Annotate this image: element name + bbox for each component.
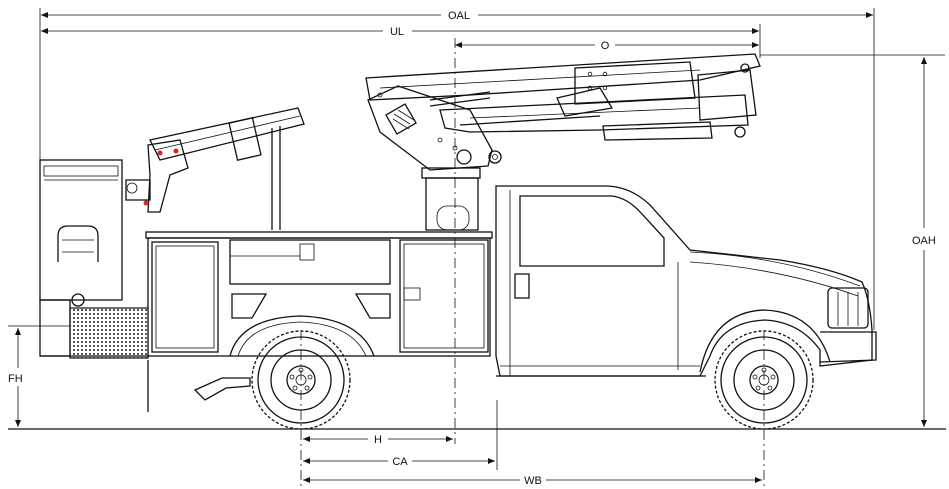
h-dimension: H	[303, 434, 453, 446]
wb-label: WB	[524, 475, 542, 487]
oah-dimension: OAH	[760, 54, 945, 427]
ul-dimension: UL	[41, 26, 759, 38]
o-dimension: O	[455, 40, 759, 52]
ca-dimension: CA	[303, 456, 495, 468]
dimension-lines: OAL UL O OAH FH	[8, 8, 946, 488]
oah-label: OAH	[912, 235, 936, 247]
rear-wheel	[251, 330, 351, 430]
front-wheel	[714, 330, 814, 430]
fh-dimension: FH	[8, 325, 70, 427]
truck-cab	[495, 185, 877, 377]
o-label: O	[601, 40, 610, 52]
jib-pin-marker	[157, 150, 163, 156]
jib-pin-marker	[143, 200, 149, 206]
ul-label: UL	[390, 26, 404, 38]
oal-label: OAL	[448, 10, 470, 22]
boom-assembly	[125, 53, 761, 231]
ca-label: CA	[392, 456, 408, 468]
utility-service-body	[40, 231, 493, 412]
fh-label: FH	[8, 373, 23, 385]
wb-dimension: WB	[303, 475, 762, 487]
jib-pin-marker	[173, 148, 179, 154]
oal-dimension: OAL	[41, 10, 873, 22]
h-label: H	[374, 434, 382, 446]
